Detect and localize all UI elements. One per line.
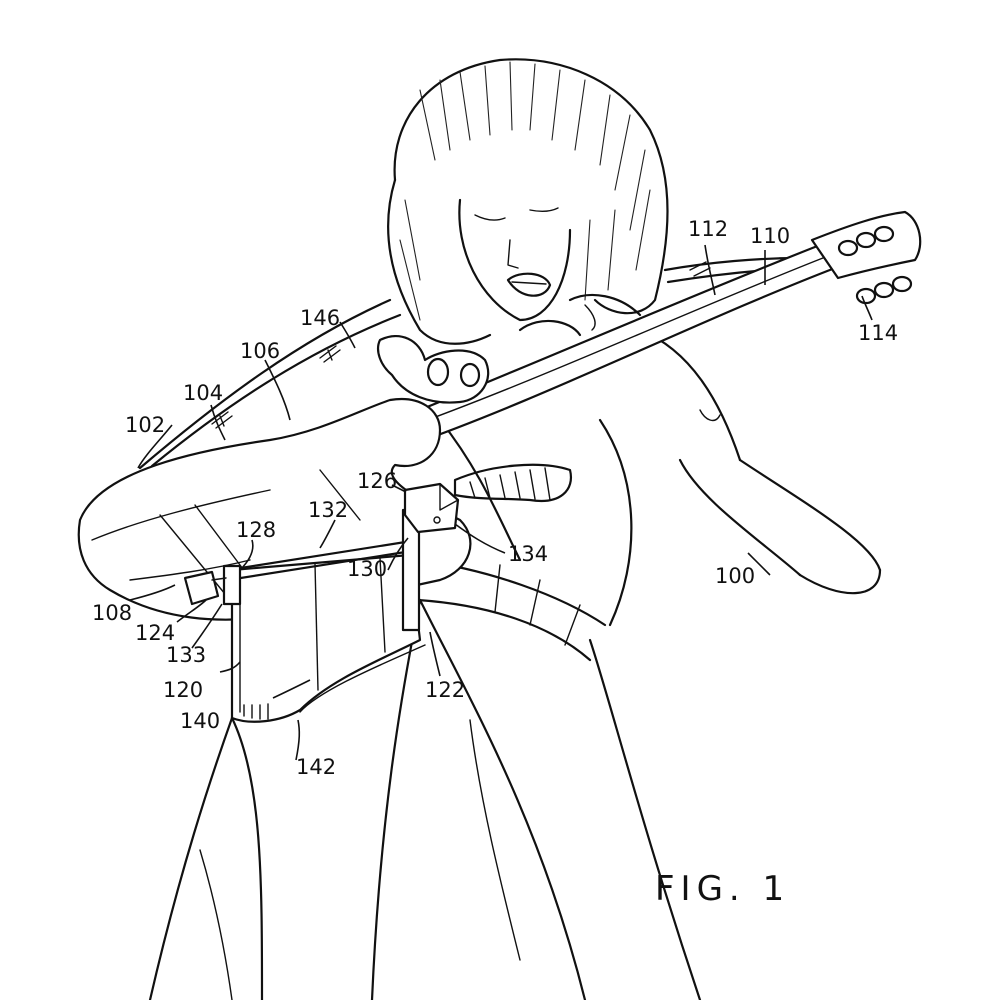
label-128: 128: [236, 518, 276, 542]
label-104: 104: [183, 381, 223, 405]
label-108: 108: [92, 601, 132, 625]
label-124: 124: [135, 621, 175, 645]
label-102: 102: [125, 413, 165, 437]
label-140: 140: [180, 709, 220, 733]
figure-title: FIG. 1: [655, 869, 790, 909]
label-112: 112: [688, 217, 728, 241]
left-clamp: [183, 570, 220, 606]
picking-hand: [376, 335, 490, 404]
label-106: 106: [240, 339, 280, 363]
label-120: 120: [163, 678, 203, 702]
label-134: 134: [508, 542, 548, 566]
left-post: [222, 564, 242, 606]
reference-numerals: 100 102 104 106 108 110 112 114 120 122 …: [92, 217, 898, 779]
label-122: 122: [425, 678, 465, 702]
label-114: 114: [858, 321, 898, 345]
label-126: 126: [357, 469, 397, 493]
leader-lines: [129, 244, 873, 761]
tuning-keys: [837, 225, 913, 305]
label-142: 142: [296, 755, 336, 779]
label-132: 132: [308, 498, 348, 522]
label-133: 133: [166, 643, 206, 667]
guitar-neck: [393, 210, 922, 447]
performer-head: [387, 58, 669, 345]
label-100: 100: [715, 564, 755, 588]
performer-torso: [438, 328, 882, 627]
label-146: 146: [300, 306, 340, 330]
label-110: 110: [750, 224, 790, 248]
label-130: 130: [347, 557, 387, 581]
right-clamp: [403, 482, 460, 534]
support-assembly: [183, 482, 460, 723]
fretting-hand: [518, 293, 642, 337]
